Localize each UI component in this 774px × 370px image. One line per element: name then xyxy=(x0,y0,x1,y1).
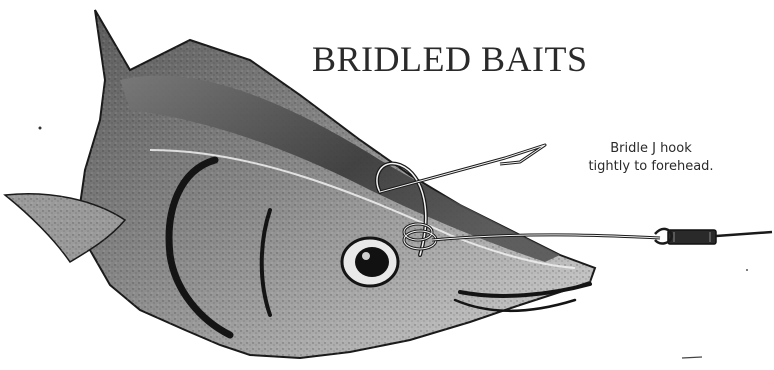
crimp-sleeve xyxy=(668,230,716,244)
callout-line-2: tightly to forehead. xyxy=(566,158,736,176)
callout-line-1: Bridle J hook xyxy=(566,140,736,158)
diagram-title: BRIDLED BAITS xyxy=(312,38,588,80)
callout-label: Bridle J hook tightly to forehead. xyxy=(566,140,736,176)
main-line xyxy=(716,232,772,236)
